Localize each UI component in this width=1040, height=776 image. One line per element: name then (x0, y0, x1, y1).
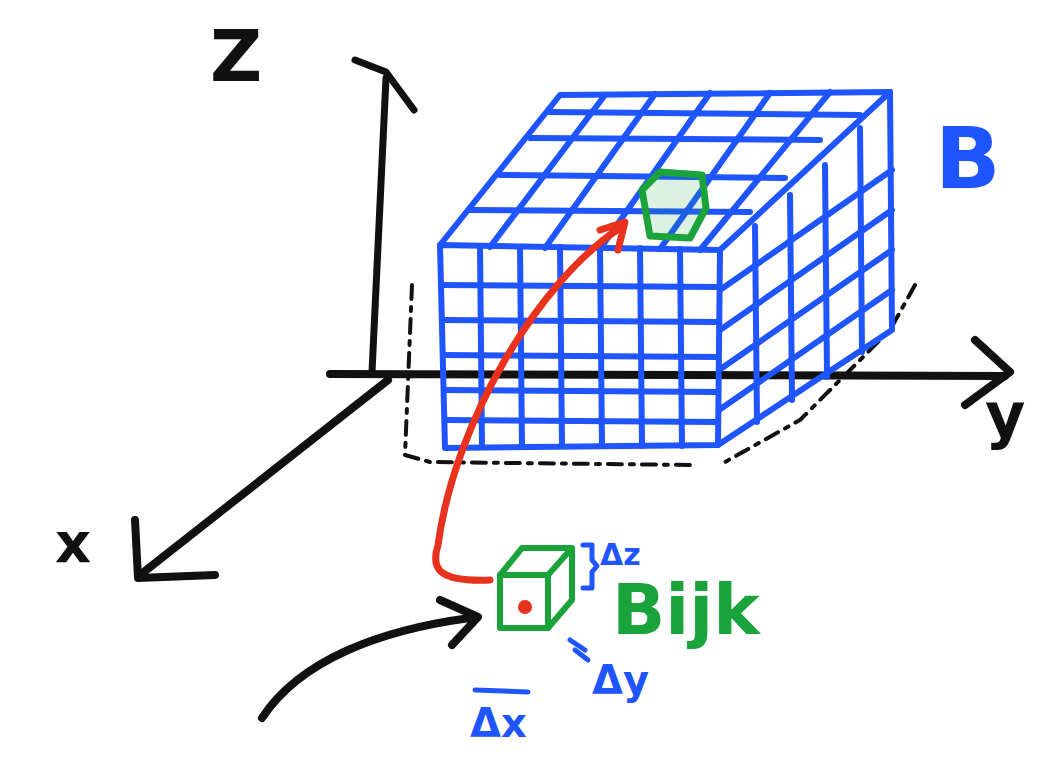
dimension-label: Δz (600, 540, 641, 570)
axis-label: x (55, 515, 91, 571)
dimension-label: Δy (592, 660, 649, 700)
axis-label: Z (210, 20, 262, 92)
region-label: B (935, 115, 1001, 201)
dimension-label: Δx (470, 703, 527, 743)
cell-label: Bijk (612, 575, 760, 645)
axis-label: y (985, 385, 1025, 447)
